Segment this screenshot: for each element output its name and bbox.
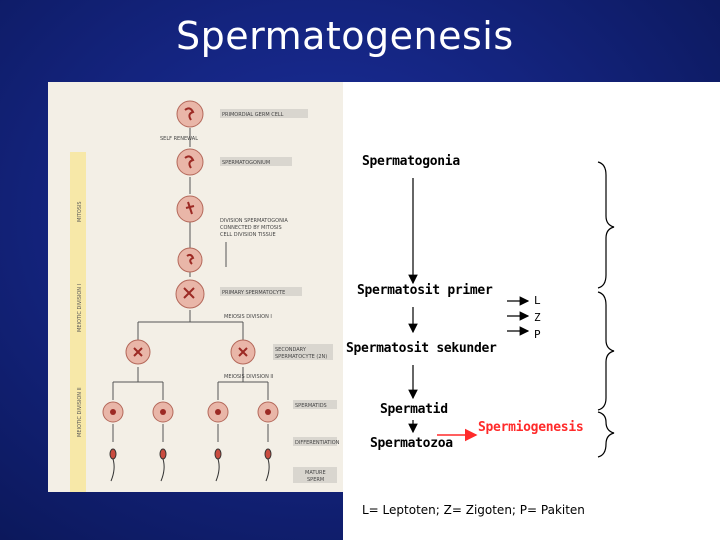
brace-spermiogenesis [597, 411, 615, 458]
stage-spermatosit-primer: Spermatosit primer [357, 283, 493, 298]
label-mature-2: SPERM [307, 477, 324, 483]
label-division-3: CELL DIVISION TISSUE [220, 232, 276, 238]
label-primordial: PRIMORDIAL GERM CELL [222, 112, 284, 118]
figure-side-meiosis2: MEIOTIC DIVISION II [77, 387, 83, 437]
duration-spermatosit: + 24 hari [623, 338, 712, 360]
duration-total: + 64 hari [607, 84, 696, 106]
figure-side-mitosis: MITOSIS [77, 201, 83, 222]
lzp-l: L [534, 294, 541, 307]
label-self-renewal: SELF RENEWAL [160, 136, 198, 142]
footnote: L= Leptoten; Z= Zigoten; P= Pakiten [362, 503, 585, 517]
label-primary: PRIMARY SPERMATOCYTE [222, 290, 285, 296]
label-meiosis-1: MEIOSIS DIVISION I [224, 314, 272, 320]
figure-side-meiosis1: MEIOTIC DIVISION I [77, 284, 83, 332]
figure-connectors [112, 128, 269, 442]
label-secondary-2: SPERMATOCYTE (2N) [275, 354, 327, 360]
lzp-z: Z [534, 311, 541, 324]
label-meiosis-2: MEIOSIS DIVISION II [224, 374, 273, 380]
figure-label-boxes [220, 109, 337, 483]
label-differentiation: DIFFERENTIATION [295, 440, 340, 446]
duration-spermiogenesis: + 5 minggu [614, 422, 720, 444]
stage-spermatogonia: Spermatogonia [362, 154, 460, 169]
label-division-2: CONNECTED BY MITOSIS [220, 225, 282, 231]
stage-spermiogenesis: Spermiogenesis [478, 420, 584, 435]
label-spermatid: SPERMATIDS [295, 403, 327, 409]
slide-title: Spermatogenesis [176, 14, 514, 58]
label-spermatogonium: SPERMATOGONIUM [222, 160, 270, 166]
figure-nuclei [110, 107, 271, 415]
figure-labels: PRIMORDIAL GERM CELL SELF RENEWAL SPERMA… [160, 112, 340, 483]
lzp-p: P [534, 328, 541, 341]
brace-spermatosit [597, 291, 615, 411]
figure-svg: MITOSIS MEIOTIC DIVISION I MEIOTIC DIVIS… [70, 100, 340, 492]
stage-spermatosit-sekunder: Spermatosit sekunder [346, 341, 497, 356]
stage-spermatid: Spermatid [380, 402, 448, 417]
label-division-1: DIVISION SPERMATOGONIA [220, 218, 288, 224]
figure-sperm [109, 448, 272, 482]
content-panel [343, 82, 720, 540]
figure-side-strip [70, 152, 86, 492]
label-mature-1: MATURE [305, 470, 326, 476]
label-secondary-1: SECONDARY [275, 347, 307, 353]
duration-spermatogonia: + 5 hari [620, 214, 697, 236]
stage-spermatozoa: Spermatozoa [370, 436, 453, 451]
brace-spermatogonia [597, 161, 615, 289]
spermatogenesis-figure: MITOSIS MEIOTIC DIVISION I MEIOTIC DIVIS… [48, 82, 343, 492]
